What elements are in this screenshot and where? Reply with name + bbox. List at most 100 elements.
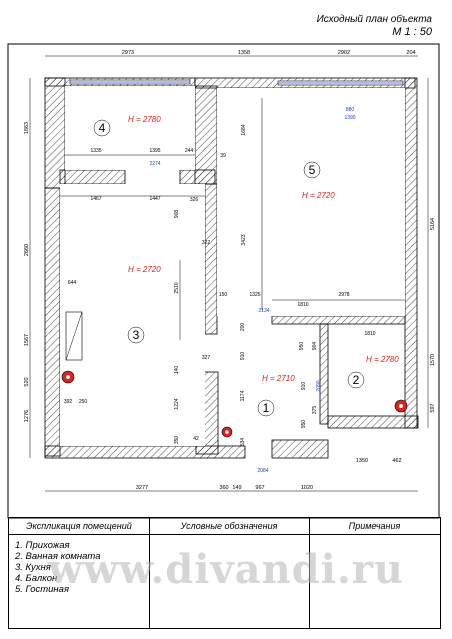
legend-header-rooms: Экспликация помещений bbox=[9, 518, 149, 535]
room-list-item: 5. Гостиная bbox=[15, 584, 70, 595]
dim-inner-1: 1335 bbox=[90, 148, 101, 154]
legend-divider-1 bbox=[149, 518, 150, 628]
wall-bath-bottom bbox=[327, 415, 419, 429]
dim-inner-26: 1810 bbox=[364, 331, 375, 337]
dim-inner-16: 350 bbox=[174, 436, 180, 445]
dim-top-1: 2973 bbox=[122, 50, 134, 56]
dim-inner-23: 1325 bbox=[249, 292, 260, 298]
riser-hall-core bbox=[225, 430, 229, 434]
dim-blue-6: 2084 bbox=[257, 468, 268, 474]
walls bbox=[44, 77, 419, 459]
room-4-circle bbox=[93, 119, 111, 137]
room-number-markers bbox=[93, 119, 365, 417]
dim-inner-14: 140 bbox=[174, 366, 180, 375]
room-list-item: 3. Кухня bbox=[15, 562, 51, 573]
dim-top-3: 2902 bbox=[338, 50, 350, 56]
room-list: 1. Прихожая 2. Ванная комната 3. Кухня 4… bbox=[15, 540, 101, 595]
riser-kitchen-core bbox=[66, 375, 70, 379]
dim-left-1: 1863 bbox=[24, 122, 30, 134]
dim-inner-29: 910 bbox=[301, 382, 307, 391]
dim-inner-24: 1810 bbox=[297, 302, 308, 308]
dim-inner-20: 39 bbox=[220, 153, 226, 159]
dim-bottom-4: 967 bbox=[255, 485, 264, 491]
dim-inner-7: 326 bbox=[190, 197, 199, 203]
room-4-height: H = 2780 bbox=[128, 115, 161, 124]
room-2-circle bbox=[347, 371, 365, 389]
riser-bath-core bbox=[399, 404, 403, 408]
dim-blue-4: 2134 bbox=[258, 308, 269, 314]
floor-plan-drawing: 4 5 3 1 2 H = 2780 H = 2720 H = 2720 H =… bbox=[7, 43, 440, 519]
dim-left-4: 520 bbox=[24, 377, 30, 386]
dim-blue-1: 880 bbox=[346, 107, 355, 113]
dim-inner-19: 3423 bbox=[241, 234, 247, 245]
dims-blue: 880 1390 2274 2134 2090 2084 bbox=[149, 107, 355, 474]
dims-top: 2973 1358 2902 204 bbox=[122, 50, 416, 56]
dim-inner-17: 42 bbox=[193, 436, 199, 442]
dim-inner-18: 1684 bbox=[241, 124, 247, 135]
room-list-item: 2. Ванная комната bbox=[15, 551, 101, 562]
room-2-number: 2 bbox=[353, 373, 360, 387]
dim-inner-3: 244 bbox=[185, 148, 194, 154]
dimension-lines bbox=[29, 55, 429, 492]
drawing-frame bbox=[7, 43, 440, 519]
dim-bottom-1: 3277 bbox=[136, 485, 148, 491]
wall-kitchen-left bbox=[44, 187, 61, 457]
dim-inner-34: 910 bbox=[240, 352, 246, 361]
room-1-circle bbox=[257, 399, 275, 417]
dim-top-2: 1358 bbox=[238, 50, 250, 56]
room-4-floor bbox=[65, 86, 195, 170]
dim-inner-15: 1224 bbox=[174, 398, 180, 409]
dim-blue-2: 1390 bbox=[344, 115, 355, 121]
dim-inner-4: 1467 bbox=[90, 196, 101, 202]
room-3-floor bbox=[60, 184, 205, 446]
dims-right: 5164 1570 597 bbox=[430, 218, 436, 413]
dim-bottom-6: 1350 bbox=[356, 458, 368, 464]
wall-living-left-lower bbox=[204, 183, 218, 335]
dim-right-2: 1570 bbox=[430, 354, 436, 366]
wall-bath-left bbox=[319, 323, 329, 425]
wall-right bbox=[404, 77, 418, 429]
risers bbox=[61, 370, 408, 438]
dim-inner-8: 322 bbox=[202, 240, 211, 246]
room-1-number: 1 bbox=[263, 401, 270, 415]
wall-hall-bottom bbox=[271, 439, 329, 459]
dim-left-2: 2660 bbox=[24, 244, 30, 256]
legend-table: Экспликация помещений Условные обозначен… bbox=[8, 517, 441, 629]
dim-blue-5: 2090 bbox=[316, 380, 322, 391]
dim-top-4: 204 bbox=[406, 50, 415, 56]
watermark: www.divandi.ru bbox=[48, 546, 404, 593]
dim-left-5: 1276 bbox=[24, 410, 30, 422]
dim-inner-12: 250 bbox=[79, 399, 88, 405]
dim-blue-3: 2274 bbox=[149, 161, 160, 167]
dim-right-3: 597 bbox=[430, 403, 436, 412]
plan-title-text: Исходный план объекта bbox=[316, 14, 432, 25]
dim-inner-5: 1447 bbox=[149, 196, 160, 202]
room-numbers: 4 5 3 1 2 bbox=[99, 121, 360, 415]
dim-inner-6: 908 bbox=[174, 210, 180, 219]
dim-bottom-3: 149 bbox=[232, 485, 241, 491]
dim-inner-10: 644 bbox=[68, 280, 77, 286]
dim-inner-32: 1174 bbox=[240, 390, 246, 401]
plan-scale: М 1 : 50 bbox=[392, 26, 432, 38]
dims-left: 1863 2660 1567 520 1276 bbox=[24, 122, 30, 422]
dim-left-3: 1567 bbox=[24, 334, 30, 346]
dims-bottom: 3277 360 149 967 1020 1350 462 bbox=[136, 458, 402, 491]
room-4-number: 4 bbox=[99, 121, 106, 135]
dims-inner: 1335 1395 244 1467 1447 908 326 322 2510… bbox=[64, 124, 376, 446]
dim-inner-13: 327 bbox=[202, 355, 211, 361]
room-5-height: H = 2720 bbox=[302, 191, 335, 200]
room-heights: H = 2780 H = 2720 H = 2720 H = 2710 H = … bbox=[128, 115, 399, 383]
counter-diagonal bbox=[65, 311, 83, 361]
dim-bottom-7: 462 bbox=[392, 458, 401, 464]
dim-inner-22: 200 bbox=[240, 323, 246, 332]
room-3-number: 3 bbox=[133, 328, 140, 342]
dim-inner-2: 1395 bbox=[149, 148, 160, 154]
dim-inner-33: 534 bbox=[240, 438, 246, 447]
room-list-item: 1. Прихожая bbox=[15, 540, 70, 551]
dim-inner-9: 2510 bbox=[174, 282, 180, 293]
dim-inner-11: 392 bbox=[64, 399, 73, 405]
plan-title: Исходный план объекта М 1 : 50 bbox=[317, 14, 432, 38]
room-list-item: 4. Балкон bbox=[15, 573, 58, 584]
wall-living-left-upper bbox=[194, 85, 218, 185]
